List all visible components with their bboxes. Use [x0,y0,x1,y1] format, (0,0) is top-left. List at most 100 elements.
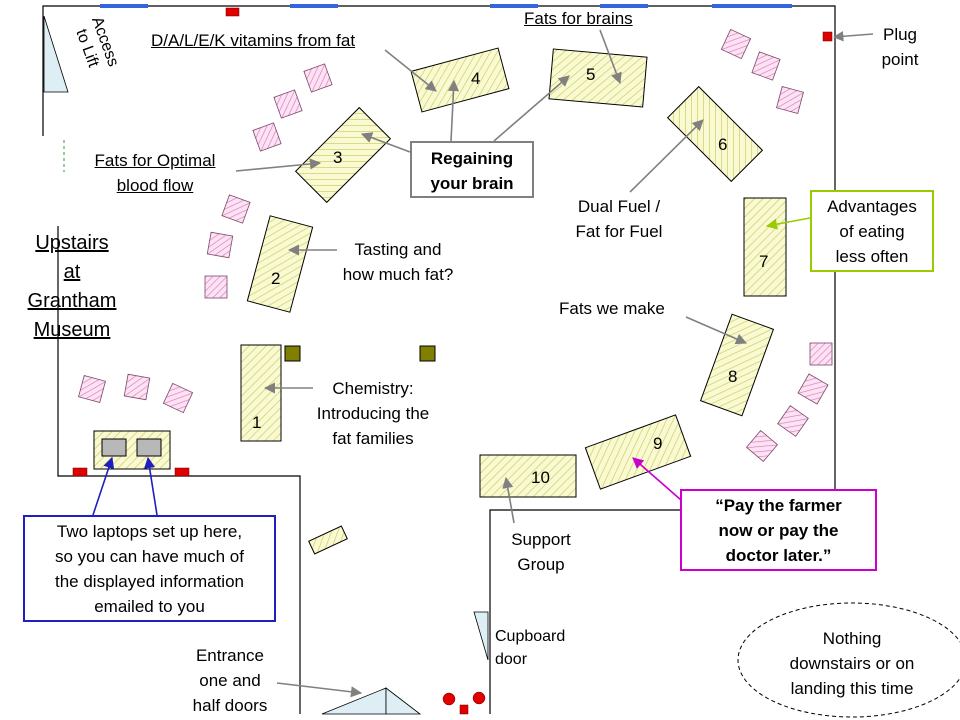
window-icon [490,4,538,8]
chemistry-label: Chemistry: Introducing the fat families [300,376,446,451]
dual-fuel-label: Dual Fuel / Fat for Fuel [560,194,678,244]
chair-icon [777,405,809,437]
farmer-quote-box: “Pay the farmer now or pay the doctor la… [680,489,877,571]
dual-fuel-line: Fat for Fuel [575,222,663,241]
cupboard-line: door [495,651,528,668]
fats-we-make-label: Fats we make [559,299,665,318]
blood-flow-label: Fats for Optimal blood flow [72,148,238,198]
entrance-line: one and [199,671,261,690]
plug-point-icon [822,31,833,42]
table-4 [410,47,510,113]
chair-icon [745,429,779,463]
table-6 [666,85,764,183]
chemistry-line: Chemistry: [332,379,414,398]
table-number-10: 10 [531,468,550,487]
laptop-icon [101,438,127,457]
plug-label: Plug point [866,22,934,72]
tasting-label: Tasting and how much fat? [326,237,470,287]
windows [100,4,792,8]
entrance-label: Entrance one and half doors [178,643,282,718]
laptop-icon [136,438,162,457]
table-number-6: 6 [718,135,728,154]
table-number-1: 1 [252,413,262,432]
farmer-line: doctor later.” [725,546,832,565]
nothing-line: downstairs or on [789,654,915,673]
small-table [308,525,348,555]
brains-label: Fats for brains [524,9,633,28]
window-icon [600,4,648,8]
table-number-7: 7 [759,252,769,271]
table-number-4: 4 [471,69,481,88]
table-8 [699,313,775,417]
table-number-2: 2 [271,269,281,288]
chair-icon [303,63,333,93]
table-7 [743,197,787,297]
cupboard-door-icon [473,611,489,661]
table-2 [246,215,314,313]
farmer-line: “Pay the farmer [715,496,842,515]
support-label: Support Group [500,527,582,577]
laptops-line: so you can have much of [54,547,244,566]
plug-arrow [832,31,874,42]
table-10 [479,454,577,498]
laptops-line: the displayed information [54,572,244,591]
plug-point-icon [72,467,88,477]
blood-flow-line: blood flow [116,176,194,195]
venue-line: Museum [33,319,111,341]
chair-icon [809,342,833,366]
laptop-arrow [144,456,158,516]
chair-icon [162,382,194,414]
dual-fuel-line: Dual Fuel / [577,197,661,216]
advantages-arrow [765,217,811,230]
chair-icon [204,275,228,299]
tasting-line: Tasting and [354,240,442,259]
venue-line: at [63,261,81,283]
chair-icon [720,28,752,60]
venue-title: Upstairs at Grantham Museum [12,229,132,345]
chair-icon [273,89,303,119]
red-markers [72,7,833,715]
chemistry-line: Introducing the [316,404,430,423]
plug-point-icon [174,467,190,477]
blood-flow-line: Fats for Optimal [94,151,216,170]
chair-icon [797,373,829,405]
nothing-line: landing this time [790,679,914,698]
advantages-line: of eating [839,222,905,241]
chair-icon [78,375,106,403]
chair-icon [776,86,804,114]
chemistry-line: fat families [332,429,414,448]
table-number-8: 8 [728,367,738,386]
farmer-arrow [632,457,682,501]
plug-point-icon [225,7,240,17]
chair-icon [206,231,234,259]
regaining-line: Regaining [430,149,514,168]
nothing-line: Nothing [822,629,882,648]
table-number-9: 9 [653,434,663,453]
plug-point-icon [459,704,469,715]
advantages-line: less often [835,247,909,266]
entrance-line: Entrance [195,646,265,665]
entrance-door-icon [385,687,422,715]
entrance-line: half doors [192,696,268,715]
table-5 [548,48,648,108]
vitamins-label: D/A/L/E/K vitamins from fat [151,31,356,50]
regaining-line: your brain [430,174,514,193]
table-number-5: 5 [586,65,596,84]
support-line: Support [511,530,571,549]
plug-label-line: point [881,50,919,69]
tasting-line: how much fat? [342,265,454,284]
regaining-box: Regaining your brain [410,141,534,198]
venue-line: Upstairs [35,232,109,254]
support-line: Group [517,555,565,574]
lift-door-icon [43,15,69,93]
grey-arrows [235,29,748,698]
table-9 [584,414,692,490]
chair-icon [221,194,251,224]
fire-extinguisher-icon [442,692,456,706]
table-number-3: 3 [333,148,343,167]
advantages-line: Advantages [827,197,917,216]
laptop-arrow [92,456,115,516]
laptops-line: Two laptops set up here, [56,522,243,541]
farmer-line: now or pay the [718,521,839,540]
